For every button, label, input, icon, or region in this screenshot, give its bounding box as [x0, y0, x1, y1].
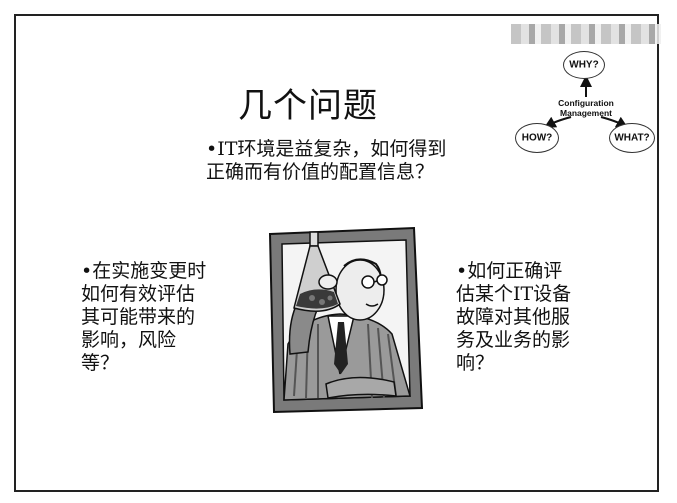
- slide-title: 几个问题: [238, 86, 378, 126]
- why-oval: WHY?: [563, 51, 605, 79]
- left-question-text: •在实施变更时 如何有效评估 其可能带来的 影响，风险 等？: [81, 260, 207, 374]
- scientist-with-flask-icon: [264, 224, 426, 416]
- slide: 几个问题 •IT环境是益复杂，如何得到 正确而有价值的配置信息？ •在实施变更时…: [14, 14, 661, 492]
- obscured-header-strip: [511, 24, 661, 44]
- top-question-text: •IT环境是益复杂，如何得到 正确而有价值的配置信息？: [206, 138, 447, 183]
- right-question-text: •如何正确评 估某个IT设备 故障对其他服 务及业务的影 响？: [456, 260, 572, 374]
- config-management-diagram: WHY? Configuration Management HOW? WHAT?: [511, 41, 671, 156]
- how-oval: HOW?: [515, 123, 559, 153]
- config-management-label: Configuration Management: [558, 98, 614, 118]
- arrow-left: [543, 116, 572, 128]
- what-oval: WHAT?: [609, 123, 655, 153]
